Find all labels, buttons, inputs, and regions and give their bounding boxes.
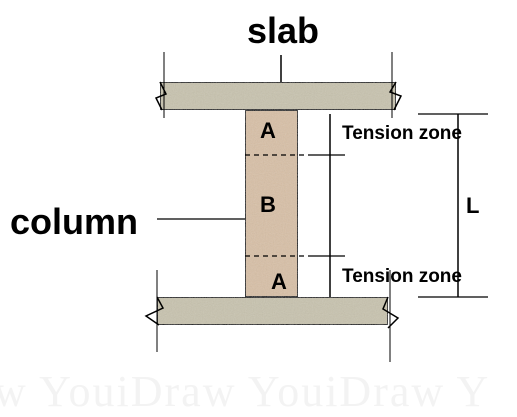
top-slab bbox=[159, 81, 397, 111]
tension-zone-bottom-label: Tension zone bbox=[342, 266, 462, 287]
bottom-slab-left-break-icon bbox=[144, 296, 165, 326]
diagram-canvas bbox=[144, 52, 488, 362]
length-label: L bbox=[466, 193, 480, 218]
tension-zone-top-label: Tension zone bbox=[342, 123, 462, 144]
column-body bbox=[244, 109, 299, 298]
column-label: column bbox=[10, 201, 139, 242]
slab-label: slab bbox=[247, 10, 320, 51]
segment-a-top-label: A bbox=[260, 118, 276, 143]
top-slab-left-break-icon bbox=[154, 81, 168, 111]
segment-a-bottom-label: A bbox=[271, 269, 287, 294]
bottom-slab-right-break-icon bbox=[382, 296, 400, 329]
bottom-slab bbox=[156, 296, 389, 326]
watermark: w YouiDraw YouiDraw Y bbox=[0, 367, 491, 416]
top-slab-right-break-icon bbox=[388, 81, 403, 111]
segment-b-label: B bbox=[260, 192, 276, 217]
